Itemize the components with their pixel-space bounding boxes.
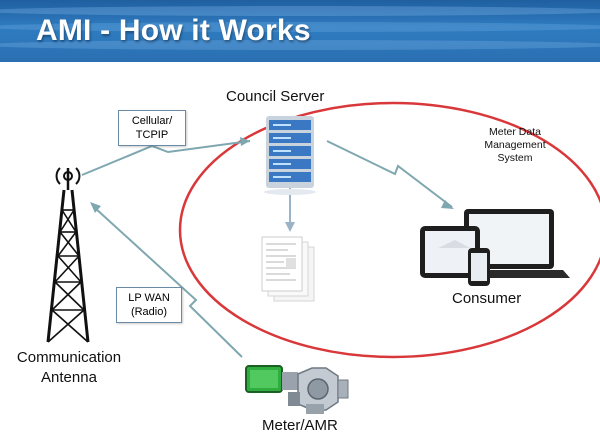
server-rack-icon (264, 116, 316, 195)
cellular-tcpip-box: Cellular/ TCPIP (118, 110, 186, 146)
arrow-to-antenna (90, 202, 101, 213)
link-antenna-server (81, 140, 251, 176)
mdm-label-line2: Management (484, 139, 546, 151)
slide-title: AMI - How it Works (36, 14, 311, 47)
meter-amr-label: Meter/AMR (262, 417, 338, 434)
lpwan-label-line2: (Radio) (130, 306, 168, 318)
antenna-label-line2: Antenna (41, 369, 97, 386)
consumer-label: Consumer (452, 290, 522, 307)
lpwan-label-line1: LP WAN (128, 292, 170, 304)
antenna-label: Communication Antenna (14, 348, 124, 388)
radio-tower-icon (46, 167, 90, 343)
arrow-to-server (240, 137, 250, 146)
link-meter-antenna (94, 207, 243, 358)
antenna-label-line1: Communication (16, 349, 122, 366)
council-server-label: Council Server (226, 88, 325, 105)
laptop-phone-icon (420, 209, 570, 286)
cellular-label-line1: Cellular/ (131, 115, 173, 127)
cellular-label-line2: TCPIP (135, 129, 169, 141)
system-boundary-ellipse (178, 101, 600, 359)
arrow-to-consumer (441, 200, 454, 209)
mdm-label-line1: Meter Data (489, 126, 541, 138)
arrow-to-report (285, 222, 295, 232)
report-document-icon (261, 236, 315, 302)
header-banner: AMI - How it Works (0, 0, 600, 62)
lp-wan-radio-box: LP WAN (Radio) (116, 287, 182, 323)
link-server-consumer (326, 140, 453, 208)
mdm-label-line3: System (497, 152, 533, 164)
mdm-label: Meter Data Management System (470, 126, 560, 165)
water-meter-icon (245, 365, 349, 414)
